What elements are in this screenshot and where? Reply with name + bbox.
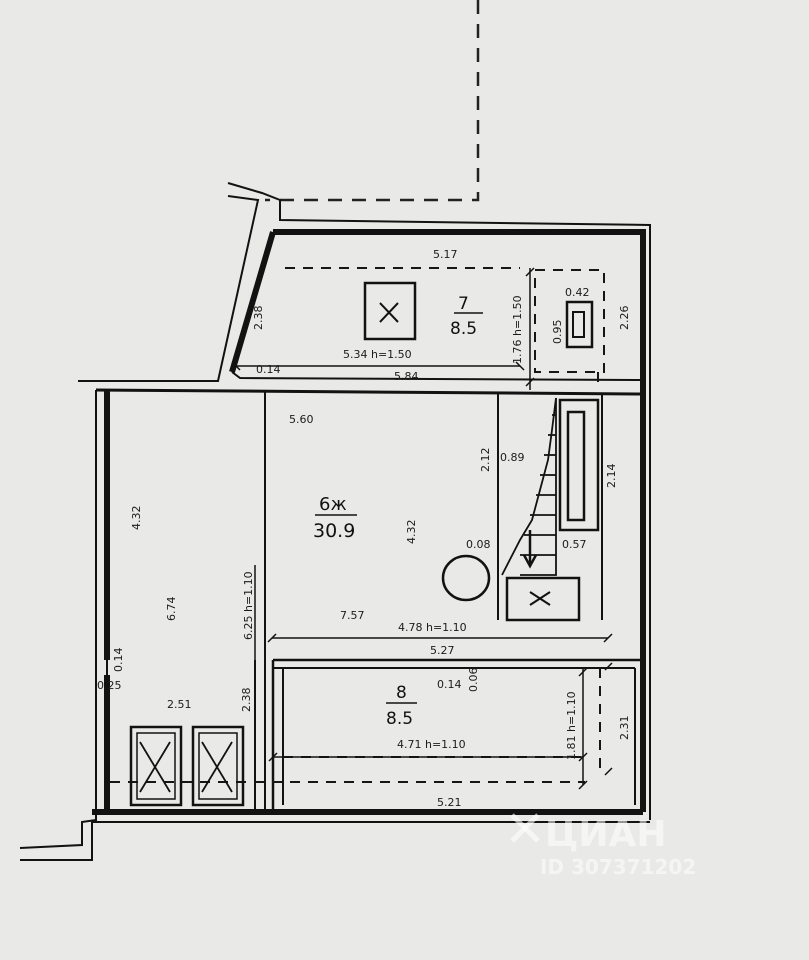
inner-partitions [254,390,643,812]
dim-757: 7.57 [340,609,365,622]
dim-521: 5.21 [437,796,462,809]
dim-560: 5.60 [289,413,314,426]
dim-674: 6.74 [165,597,178,622]
room7-area: 8.5 [450,319,477,339]
dimension-lines [231,267,613,790]
round-column [441,554,491,602]
dim-042: 0.42 [565,286,590,299]
room8-area: 8.5 [386,709,413,729]
room6-number: 6ж [319,494,347,515]
storage-box-left-1 [129,725,183,807]
dim-006: 0.06 [467,668,480,693]
ventilation-box-room7 [363,281,417,341]
dim-057: 0.57 [562,538,587,551]
small-shaft-room7 [565,300,594,349]
dim-181: 1.81 h=1.10 [565,691,578,760]
dim-226: 2.26 [618,306,631,331]
watermark-id: ID 307371202 [540,855,696,879]
room7-number: 7 [458,294,469,314]
dim-534: 5.34 h=1.50 [343,348,412,361]
dim-584: 5.84 [394,370,419,383]
dim-238-low: 2.38 [240,688,253,713]
dim-212: 2.12 [479,448,492,473]
dim-214: 2.14 [605,464,618,489]
dim-176: 1.76 h=1.50 [511,295,524,364]
dim-014-left: 0.14 [112,648,125,673]
room8-number: 8 [396,683,407,703]
dim-095: 0.95 [551,320,564,345]
dim-089: 0.89 [500,451,525,464]
dim-251: 2.51 [167,698,192,711]
dim-008: 0.08 [466,538,491,551]
staircase [501,397,557,576]
dim-517: 5.17 [433,248,458,261]
dim-025: 0.25 [97,679,122,692]
dim-432-left: 4.32 [130,506,143,531]
dim-478: 4.78 h=1.10 [398,621,467,634]
room6-area: 30.9 [313,520,355,542]
dim-471: 4.71 h=1.10 [397,738,466,751]
dim-231: 2.31 [618,716,631,741]
cian-logo-icon [510,813,540,843]
watermark-brand: ЦИАН [545,814,667,855]
dim-014-top: 0.14 [256,363,281,376]
outer-walls [19,182,651,861]
dim-527: 5.27 [430,644,455,657]
dim-238-top: 2.38 [252,306,265,331]
dim-432-mid: 4.32 [405,520,418,545]
watermark: ЦИАН ID 307371202 [510,813,696,879]
dim-625: 6.25 h=1.10 [242,571,255,640]
plot-boundary-dashed [265,0,480,202]
storage-box-under-stairs [505,576,581,622]
room-label-bars [315,312,483,704]
storage-box-left-2 [191,725,245,807]
shaft-right [558,398,600,532]
dim-014-mid: 0.14 [437,678,462,691]
